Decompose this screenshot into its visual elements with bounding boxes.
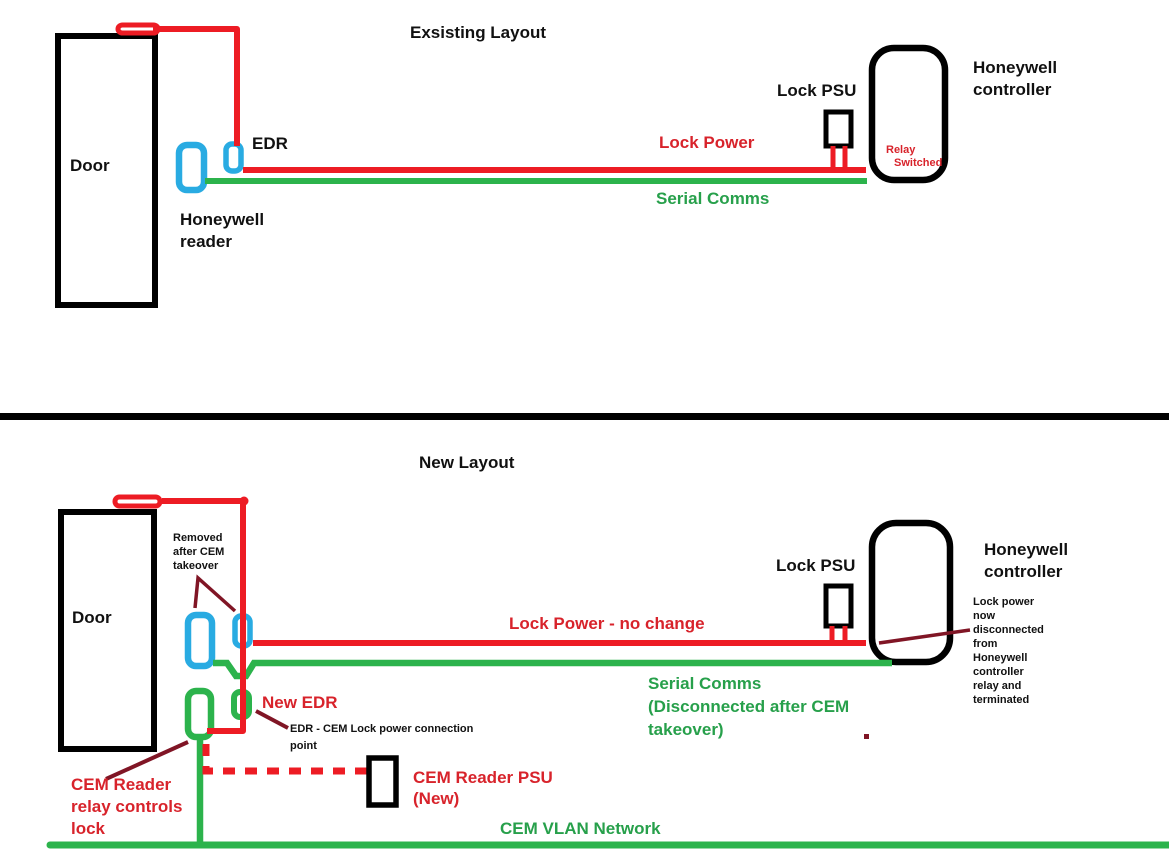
new-edr-label: New EDR bbox=[262, 693, 338, 712]
controller-label-new: Honeywell controller bbox=[984, 539, 1068, 583]
serial-comms-label-existing: Serial Comms bbox=[656, 189, 770, 208]
pointer-disconnect-note bbox=[878, 628, 971, 645]
edr-note: EDR - CEM Lock power connection point bbox=[290, 721, 473, 755]
maglock-existing bbox=[115, 22, 161, 36]
door-outline-new bbox=[58, 509, 157, 752]
honeywell-reader-existing bbox=[175, 141, 208, 194]
existing-title: Exsisting Layout bbox=[410, 23, 547, 42]
disconnect-note-line3: disconnected bbox=[973, 624, 1044, 636]
controller-label-line1: Honeywell bbox=[984, 540, 1069, 559]
removed-note-line1: Removed bbox=[173, 532, 223, 544]
controller-outline-existing bbox=[868, 44, 949, 184]
disconnect-note: Lock power now disconnected from Honeywe… bbox=[973, 595, 1044, 707]
controller-label-line1: Honeywell bbox=[973, 58, 1058, 77]
lock-psu-box-new bbox=[823, 583, 854, 629]
psu-legs-new bbox=[829, 626, 848, 643]
reader-label-existing: Honeywell reader bbox=[180, 209, 264, 253]
cem-reader-note: CEM Reader relay controls lock bbox=[71, 774, 183, 840]
door-outline-existing bbox=[55, 33, 158, 308]
cem-psu-label-line1: CEM Reader PSU bbox=[413, 768, 553, 787]
cem-psu-label: CEM Reader PSU (New) bbox=[413, 767, 553, 809]
removed-note-line3: takeover bbox=[173, 560, 219, 572]
new-title: New Layout bbox=[419, 453, 515, 472]
cem-reader-note-line1: CEM Reader bbox=[71, 775, 172, 794]
cem-psu-label-line2: (New) bbox=[413, 789, 460, 808]
relay-switched-line1: Relay bbox=[886, 144, 916, 156]
vlan-label: CEM VLAN Network bbox=[500, 819, 661, 838]
disconnect-note-line8: terminated bbox=[973, 694, 1030, 706]
psu-legs-existing bbox=[830, 146, 848, 170]
wire-cem-psu-dashed bbox=[202, 744, 370, 775]
reader-label-line1: Honeywell bbox=[180, 210, 265, 229]
wire-junction-dot bbox=[239, 496, 249, 506]
cem-reader-note-line2: relay controls bbox=[71, 797, 183, 816]
pointer-edr-note bbox=[255, 709, 289, 730]
edr-label-existing: EDR bbox=[252, 134, 288, 153]
disconnect-note-line2: now bbox=[973, 610, 995, 622]
serial-comms-line1: Serial Comms bbox=[648, 674, 762, 693]
cem-reader bbox=[184, 687, 215, 741]
honeywell-reader-new bbox=[184, 611, 216, 670]
wire-maglock-to-edr-existing bbox=[153, 26, 240, 146]
removed-note-line2: after CEM bbox=[173, 546, 225, 558]
lock-power-label-new: Lock Power - no change bbox=[509, 614, 705, 633]
reader-label-line2: reader bbox=[180, 232, 232, 251]
edr-note-line2: point bbox=[290, 740, 317, 752]
removed-note: Removed after CEM takeover bbox=[173, 531, 224, 573]
relay-switched-line2: Switched bbox=[894, 157, 943, 169]
edr-existing bbox=[223, 141, 244, 174]
cem-reader-note-line3: lock bbox=[71, 819, 106, 838]
controller-label-existing: Honeywell controller bbox=[973, 57, 1057, 101]
maglock-new bbox=[112, 494, 163, 509]
controller-label-line2: controller bbox=[973, 80, 1052, 99]
cem-reader-psu-box bbox=[366, 755, 399, 808]
edr-note-line1: EDR - CEM Lock power connection bbox=[290, 723, 474, 735]
door-label-new: Door bbox=[72, 608, 112, 627]
pointer-removed-note bbox=[193, 574, 237, 613]
disconnect-note-line5: Honeywell bbox=[973, 652, 1028, 664]
lock-power-label-existing: Lock Power bbox=[659, 133, 755, 152]
serial-comms-label-new: Serial Comms (Disconnected after CEM tak… bbox=[648, 672, 849, 741]
controller-label-line2: controller bbox=[984, 562, 1063, 581]
lock-psu-label-existing: Lock PSU bbox=[777, 81, 857, 100]
serial-comms-line2: (Disconnected after CEM bbox=[648, 697, 850, 716]
disconnect-note-line1: Lock power bbox=[973, 596, 1035, 608]
controller-outline-new bbox=[868, 519, 954, 666]
pointer-cem-reader-note bbox=[105, 740, 189, 781]
lock-psu-box-existing bbox=[823, 109, 854, 149]
door-label-existing: Door bbox=[70, 156, 110, 175]
disconnect-note-line4: from bbox=[973, 638, 998, 650]
stray-mark bbox=[864, 734, 869, 739]
disconnect-note-line7: relay and bbox=[973, 680, 1022, 692]
serial-comms-line3: takeover) bbox=[648, 720, 724, 739]
wire-maglock-to-cem-reader bbox=[162, 498, 246, 734]
disconnect-note-line6: controller bbox=[973, 666, 1024, 678]
lock-psu-label-new: Lock PSU bbox=[776, 556, 856, 575]
section-divider bbox=[0, 413, 1169, 420]
